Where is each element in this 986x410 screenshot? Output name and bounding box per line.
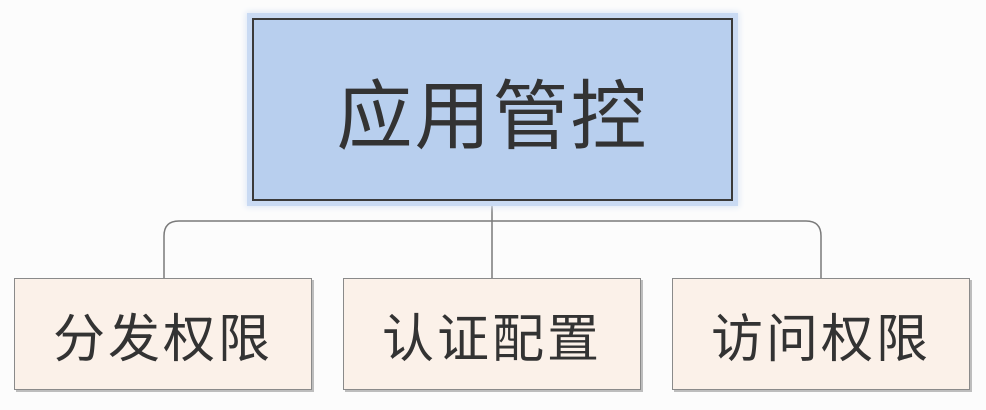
root-node-app-control: 应用管控 — [252, 18, 733, 201]
child-node-access-permission: 访问权限 — [672, 278, 970, 390]
connector-branch-left — [163, 220, 492, 278]
connector-branch-right — [492, 220, 822, 278]
child-node-label: 分发权限 — [52, 309, 273, 370]
child-node-label: 访问权限 — [710, 309, 931, 370]
root-node-label: 应用管控 — [336, 71, 649, 161]
child-node-label: 认证配置 — [381, 309, 602, 370]
child-node-auth-config: 认证配置 — [343, 278, 641, 390]
child-node-distribution-permission: 分发权限 — [14, 278, 312, 390]
